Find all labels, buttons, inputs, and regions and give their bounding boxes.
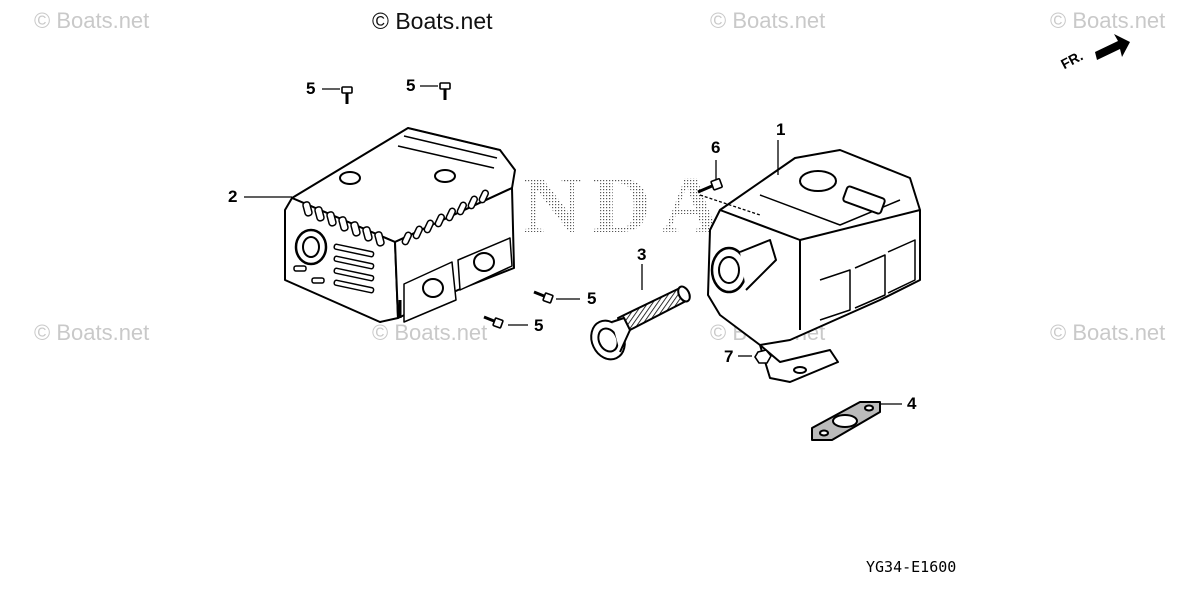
front-direction-arrow	[1095, 34, 1130, 60]
watermark-main: © Boats.net	[372, 8, 493, 34]
leader-lines	[244, 85, 902, 405]
nut	[754, 349, 772, 364]
watermark: © Boats.net	[34, 8, 150, 33]
watermark: © Boats.net	[1050, 320, 1166, 345]
watermark: © Boats.net	[1050, 8, 1166, 33]
callout-bolt: 5	[587, 289, 597, 308]
callout-bolt: 5	[406, 76, 416, 95]
gasket	[811, 401, 881, 441]
watermark: © Boats.net	[34, 320, 150, 345]
callout-gasket: 4	[907, 394, 917, 413]
watermark: © Boats.net	[372, 320, 488, 345]
bolt	[483, 315, 504, 329]
spark-arrester	[590, 285, 691, 361]
callout-bolt: 5	[534, 316, 544, 335]
watermark: © Boats.net	[710, 8, 826, 33]
muffler-protector	[284, 127, 516, 323]
callout-spark-arrester: 3	[637, 245, 647, 264]
bolt	[341, 86, 353, 104]
callout-nut: 7	[724, 347, 734, 366]
bolt	[697, 178, 723, 194]
callout-bolt: 5	[306, 79, 316, 98]
diagram-code: YG34-E1600	[866, 558, 957, 576]
bolt	[533, 290, 554, 304]
bolt	[439, 82, 451, 100]
callout-muffler: 1	[776, 120, 786, 139]
callout-protector: 2	[228, 187, 238, 206]
muffler	[707, 149, 921, 383]
callout-bolt-6: 6	[711, 138, 721, 157]
